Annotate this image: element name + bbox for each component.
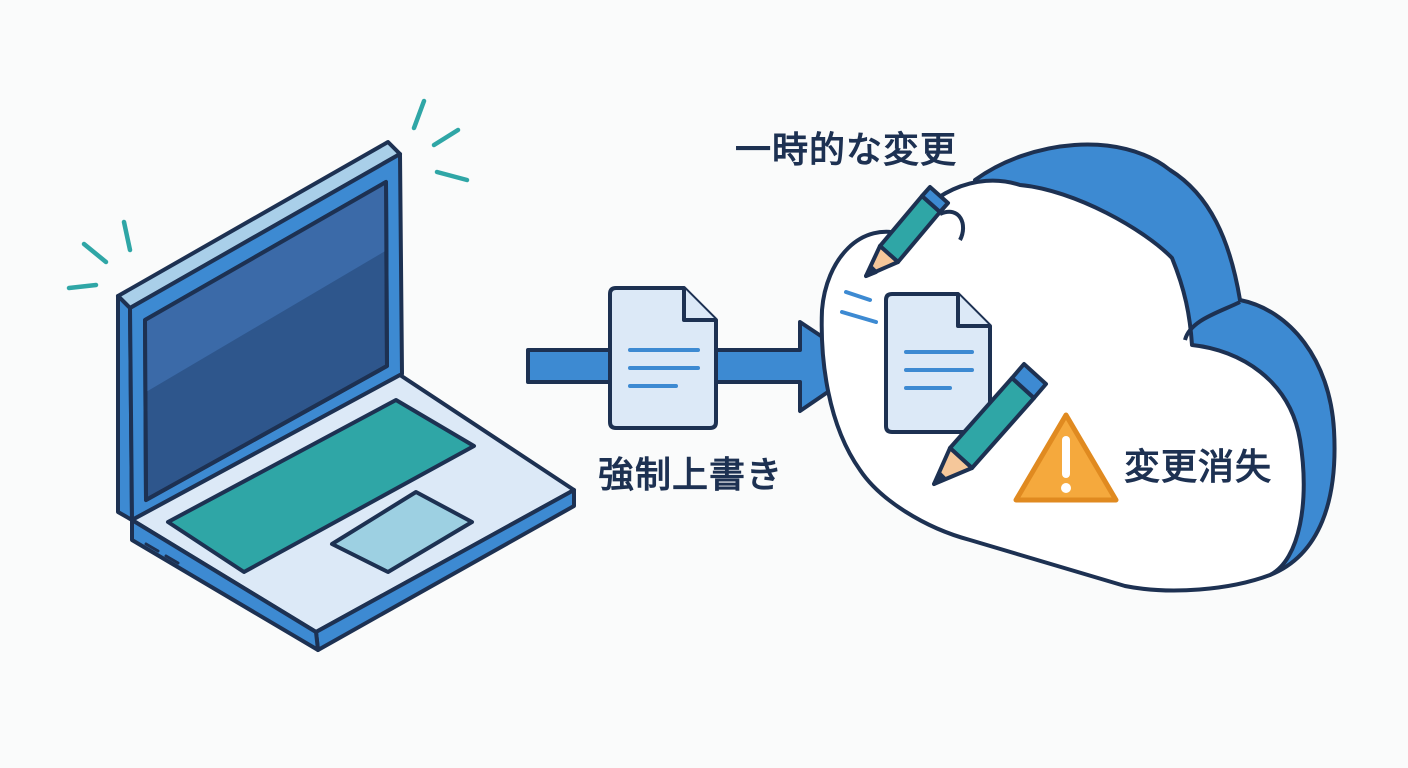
- temporary-change-label: 一時的な変更: [735, 130, 958, 171]
- sparkle-icon: [66, 98, 470, 291]
- motion-lines-icon: [840, 290, 878, 324]
- laptop-icon: [116, 140, 576, 652]
- force-overwrite-label: 強制上書き: [598, 455, 784, 496]
- document-icon: [608, 286, 718, 430]
- document-icon: [884, 292, 992, 434]
- warning-icon: [1013, 412, 1119, 503]
- pencil-icon: [932, 362, 1048, 486]
- pencil-icon: [864, 185, 966, 278]
- cloud-icon: [819, 142, 1337, 593]
- change-lost-label: 変更消失: [1124, 447, 1273, 488]
